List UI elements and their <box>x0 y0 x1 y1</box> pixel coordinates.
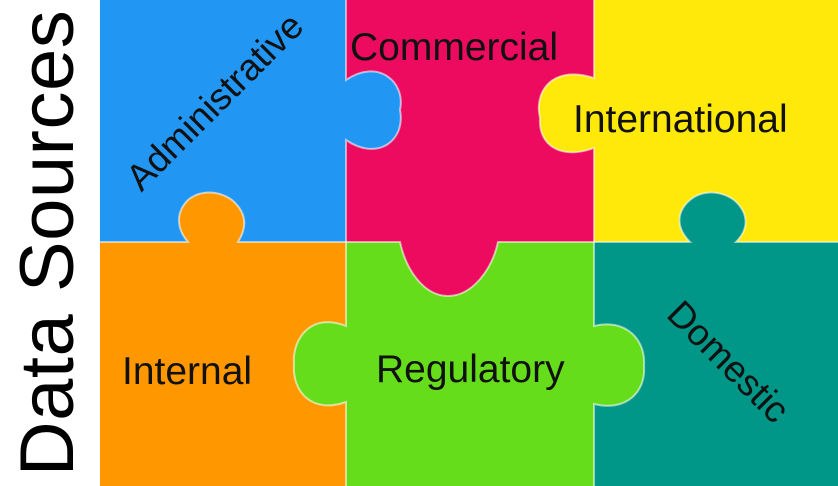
piece-international <box>538 0 838 242</box>
label-commercial: Commercial <box>350 26 559 69</box>
piece-internal <box>100 192 346 486</box>
label-internal: Internal <box>122 350 253 393</box>
label-international: International <box>573 98 788 141</box>
piece-commercial <box>346 0 594 296</box>
label-regulatory: Regulatory <box>376 348 565 391</box>
puzzle-diagram: Administrative Commercial International … <box>100 0 838 486</box>
piece-administrative <box>100 0 401 242</box>
data-sources-title: Data Sources <box>0 0 96 486</box>
title-text: Data Sources <box>5 9 90 477</box>
piece-domestic <box>594 192 838 486</box>
puzzle-graphic <box>100 0 838 486</box>
piece-regulatory <box>293 242 645 486</box>
piece-seams <box>100 0 838 486</box>
